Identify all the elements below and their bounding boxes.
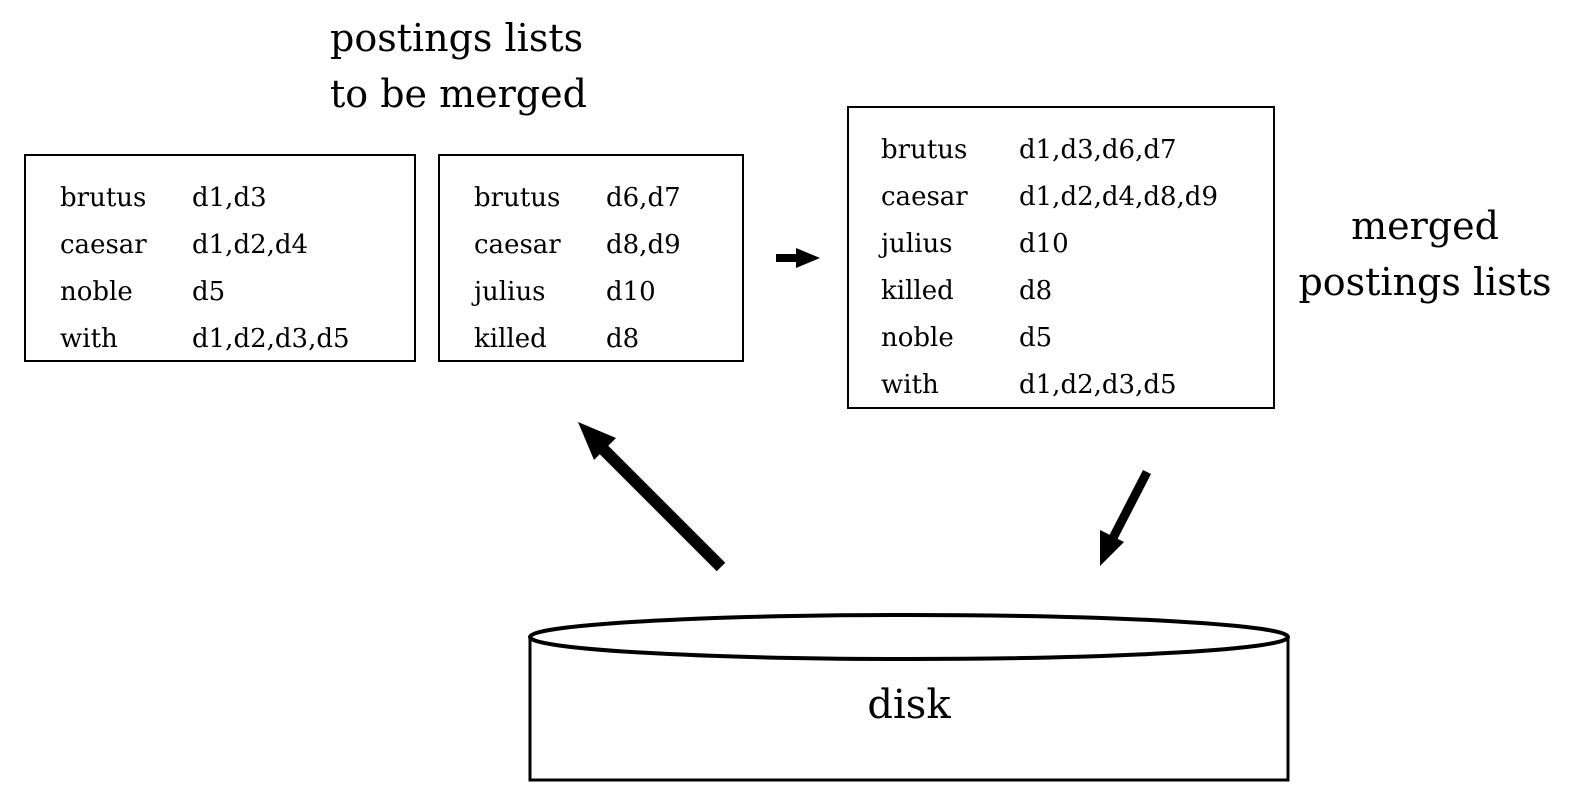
list-item: caesar d8,d9: [474, 221, 681, 268]
term: caesar: [60, 229, 147, 260]
postings-list-a: brutus d1,d3 caesar d1,d2,d4 noble d5 wi…: [24, 154, 416, 362]
postings: d1,d2,d4,d8,d9: [1019, 181, 1218, 212]
list-item: killed d8: [474, 315, 681, 362]
disk-top: [528, 613, 1290, 661]
postings-list-merged: brutus d1,d3,d6,d7 caesar d1,d2,d4,d8,d9…: [847, 106, 1275, 409]
list-item: caesar d1,d2,d4,d8,d9: [881, 173, 1218, 220]
term: caesar: [474, 229, 561, 260]
disk-cylinder: [528, 613, 1290, 782]
merge-arrow: [776, 248, 820, 268]
list-item: brutus d1,d3: [60, 174, 350, 221]
caption-line: postings lists: [1298, 260, 1552, 304]
list-item: with d1,d2,d3,d5: [881, 361, 1218, 408]
disk-body: [528, 637, 1290, 782]
caption-merged-postings: merged postings lists: [1280, 198, 1570, 310]
list-item: noble d5: [60, 268, 350, 315]
term: with: [60, 323, 118, 354]
postings: d8: [606, 323, 640, 354]
postings-list-b: brutus d6,d7 caesar d8,d9 julius d10 kil…: [438, 154, 744, 362]
postings: d8: [1019, 275, 1053, 306]
list-item: noble d5: [881, 314, 1218, 361]
list-item: brutus d1,d3,d6,d7: [881, 126, 1218, 173]
write-arrow: [1100, 469, 1152, 566]
postings: d8,d9: [606, 229, 681, 260]
term: brutus: [60, 182, 147, 213]
postings: d10: [1019, 228, 1069, 259]
postings: d1,d2,d4: [192, 229, 309, 260]
list-item: killed d8: [881, 267, 1218, 314]
list-item: with d1,d2,d3,d5: [60, 315, 350, 362]
caption-postings-to-merge: postings lists to be merged: [330, 10, 587, 122]
postings: d6,d7: [606, 182, 681, 213]
postings: d5: [1019, 322, 1053, 353]
list-item: julius d10: [881, 220, 1218, 267]
term: with: [881, 369, 939, 400]
postings: d1,d3: [192, 182, 267, 213]
postings: d1,d3,d6,d7: [1019, 134, 1177, 165]
postings: d1,d2,d3,d5: [192, 323, 350, 354]
list-item: brutus d6,d7: [474, 174, 681, 221]
term: killed: [881, 275, 954, 306]
postings: d10: [606, 276, 656, 307]
term: julius: [474, 276, 546, 307]
term: killed: [474, 323, 547, 354]
postings: d5: [192, 276, 226, 307]
caption-line: postings lists: [330, 16, 584, 60]
disk-label: disk: [867, 682, 951, 728]
term: brutus: [881, 134, 968, 165]
read-arrow: [578, 422, 726, 572]
caption-line: merged: [1351, 204, 1499, 248]
list-item: julius d10: [474, 268, 681, 315]
postings: d1,d2,d3,d5: [1019, 369, 1177, 400]
term: brutus: [474, 182, 561, 213]
term: julius: [881, 228, 953, 259]
term: noble: [881, 322, 954, 353]
term: noble: [60, 276, 133, 307]
list-item: caesar d1,d2,d4: [60, 221, 350, 268]
term: caesar: [881, 181, 968, 212]
caption-line: to be merged: [330, 72, 587, 116]
